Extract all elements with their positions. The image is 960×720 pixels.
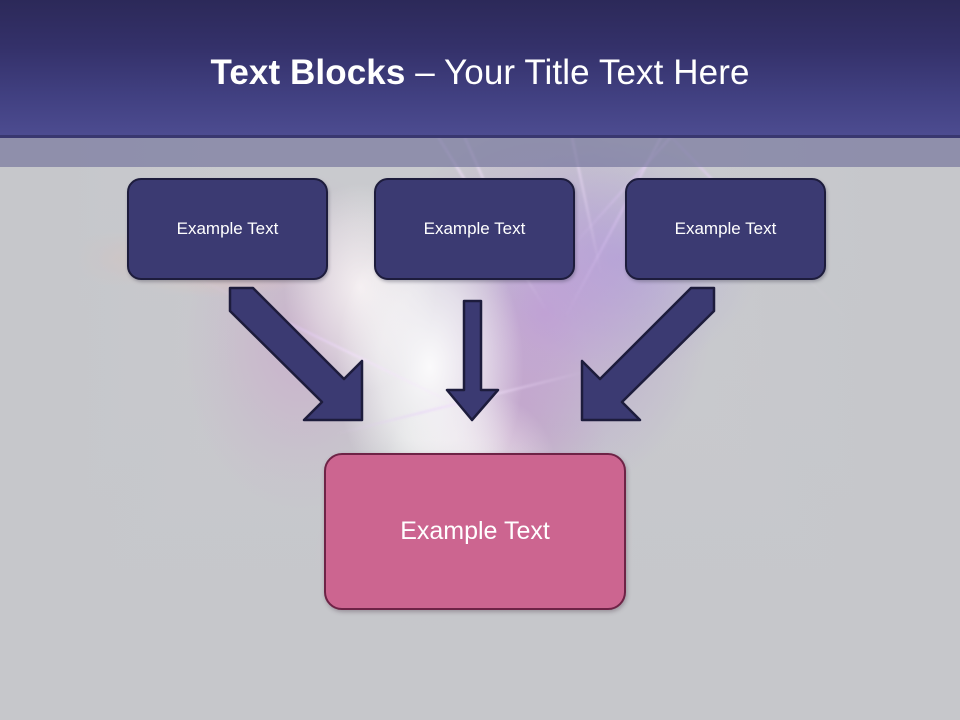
title-bar — [0, 0, 960, 137]
title-underline — [0, 135, 960, 138]
result-block-label: Example Text — [400, 517, 550, 545]
title-accent-band — [0, 138, 960, 167]
text-block-1[interactable]: Example Text — [127, 178, 328, 280]
text-block-2[interactable]: Example Text — [374, 178, 575, 280]
page-title-light: – Your Title Text Here — [405, 53, 750, 92]
text-block-1-label: Example Text — [176, 219, 279, 238]
text-block-3-label: Example Text — [674, 219, 777, 238]
result-block[interactable]: Example Text — [324, 453, 626, 610]
text-block-2-label: Example Text — [423, 219, 526, 238]
text-block-3[interactable]: Example Text — [625, 178, 826, 280]
page-title-strong: Text Blocks — [210, 53, 406, 92]
page-title: Text Blocks – Your Title Text Here — [0, 52, 960, 94]
